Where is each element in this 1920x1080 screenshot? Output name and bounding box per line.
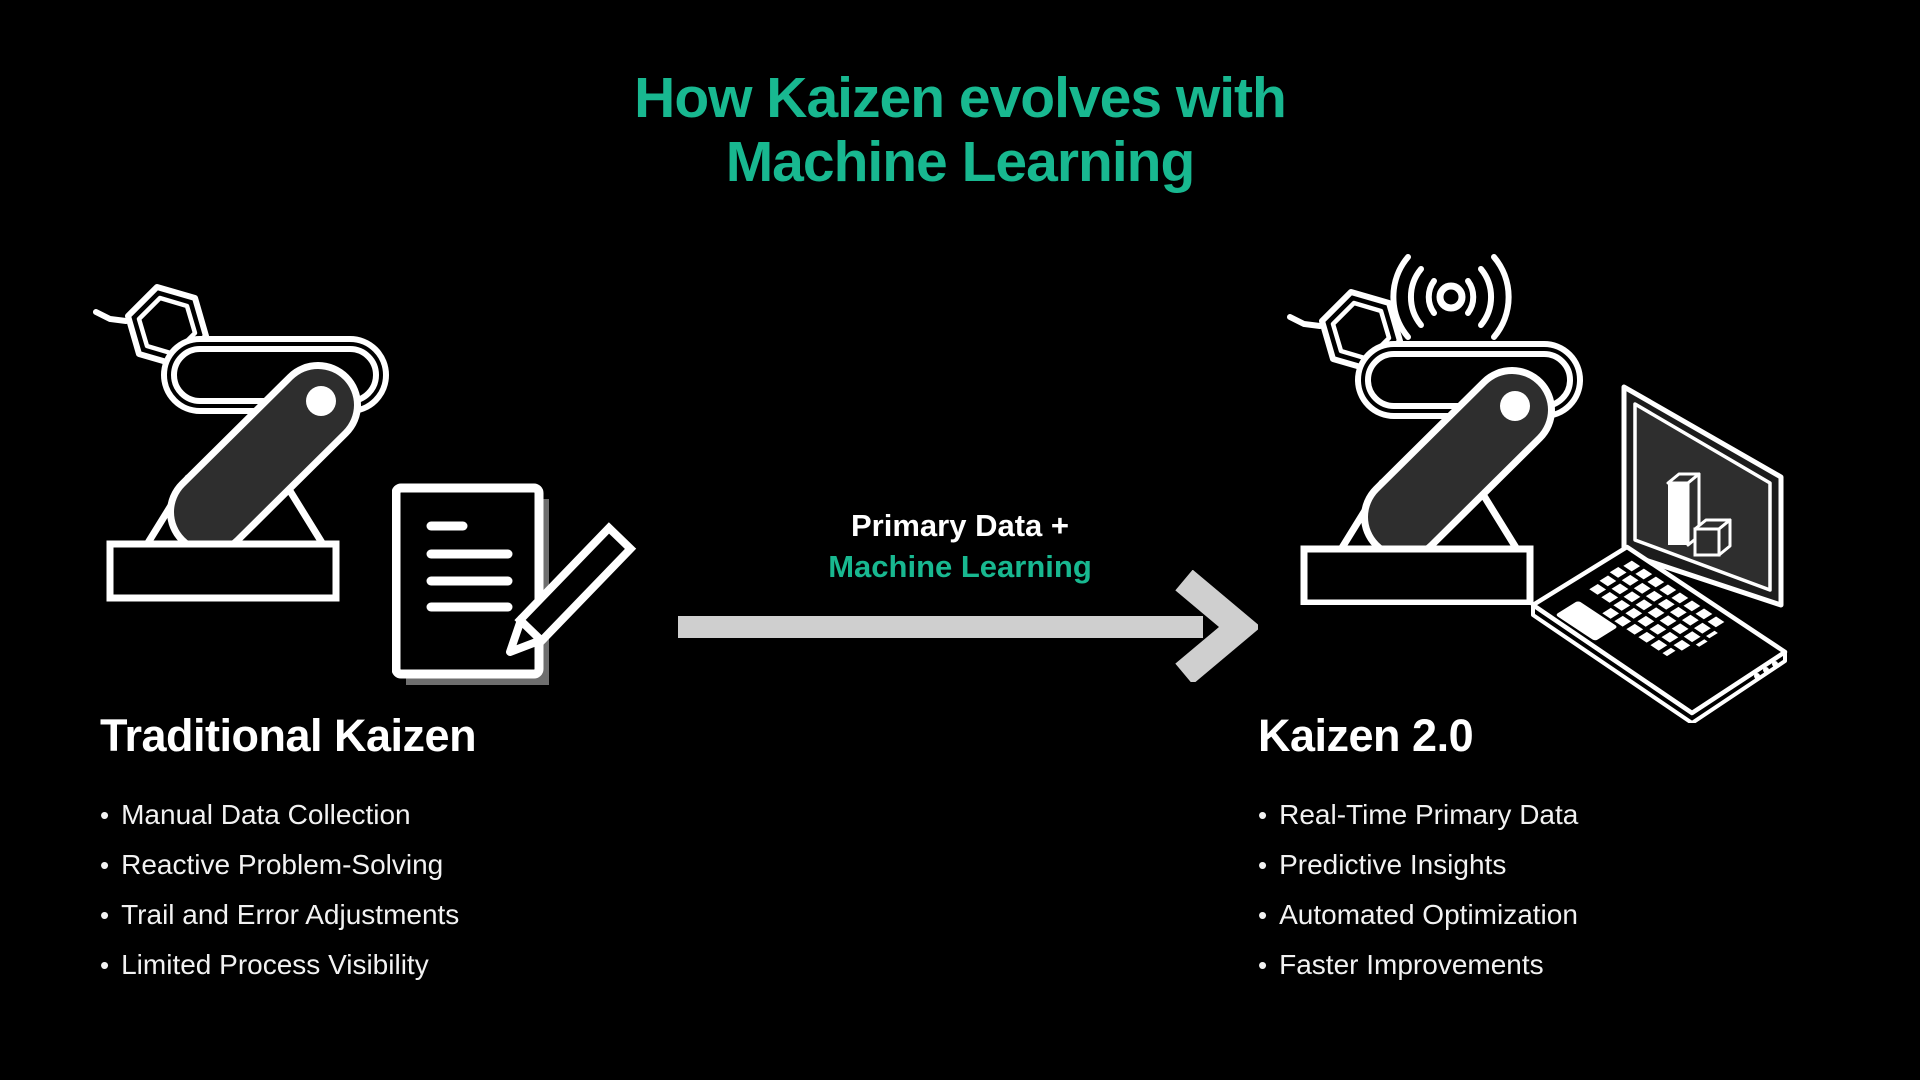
transition-label-primary-data: Primary Data + bbox=[851, 508, 1069, 543]
page-title-line-2: Machine Learning bbox=[725, 130, 1196, 194]
document-pencil-icon bbox=[392, 483, 637, 685]
list-item: Faster Improvements bbox=[1258, 940, 1578, 990]
pencil-icon bbox=[506, 522, 637, 656]
list-item: Real-Time Primary Data bbox=[1258, 790, 1578, 840]
laptop-analytics-icon bbox=[1530, 384, 1788, 723]
trackpad bbox=[1556, 601, 1617, 641]
list-item: Automated Optimization bbox=[1258, 890, 1578, 940]
list-item: Trail and Error Adjustments bbox=[100, 890, 459, 940]
list-item: Predictive Insights bbox=[1258, 840, 1578, 890]
list-item: Limited Process Visibility bbox=[100, 940, 459, 990]
list-item: Manual Data Collection bbox=[100, 790, 459, 840]
list-item: Reactive Problem-Solving bbox=[100, 840, 459, 890]
traditional-kaizen-heading: Traditional Kaizen bbox=[100, 710, 477, 761]
page-title: How Kaizen evolves with Machine Learning bbox=[0, 66, 1920, 194]
right-arrow-icon bbox=[678, 570, 1258, 682]
robot-arm-wireless-icon bbox=[1282, 250, 1592, 605]
page-title-line-1: How Kaizen evolves with bbox=[634, 66, 1287, 130]
kaizen-2-heading: Kaizen 2.0 bbox=[1258, 710, 1474, 761]
transition-label-machine-learning: Machine Learning bbox=[828, 549, 1092, 584]
bar-chart-3d-icon bbox=[1666, 472, 1732, 557]
kaizen-2-list: Real-Time Primary Data Predictive Insigh… bbox=[1258, 790, 1578, 990]
transition-label: Primary Data + Machine Learning bbox=[0, 505, 1920, 587]
laptop-ports bbox=[1754, 661, 1778, 679]
wireless-signal-icon bbox=[1390, 254, 1512, 340]
traditional-kaizen-list: Manual Data Collection Reactive Problem-… bbox=[100, 790, 459, 990]
